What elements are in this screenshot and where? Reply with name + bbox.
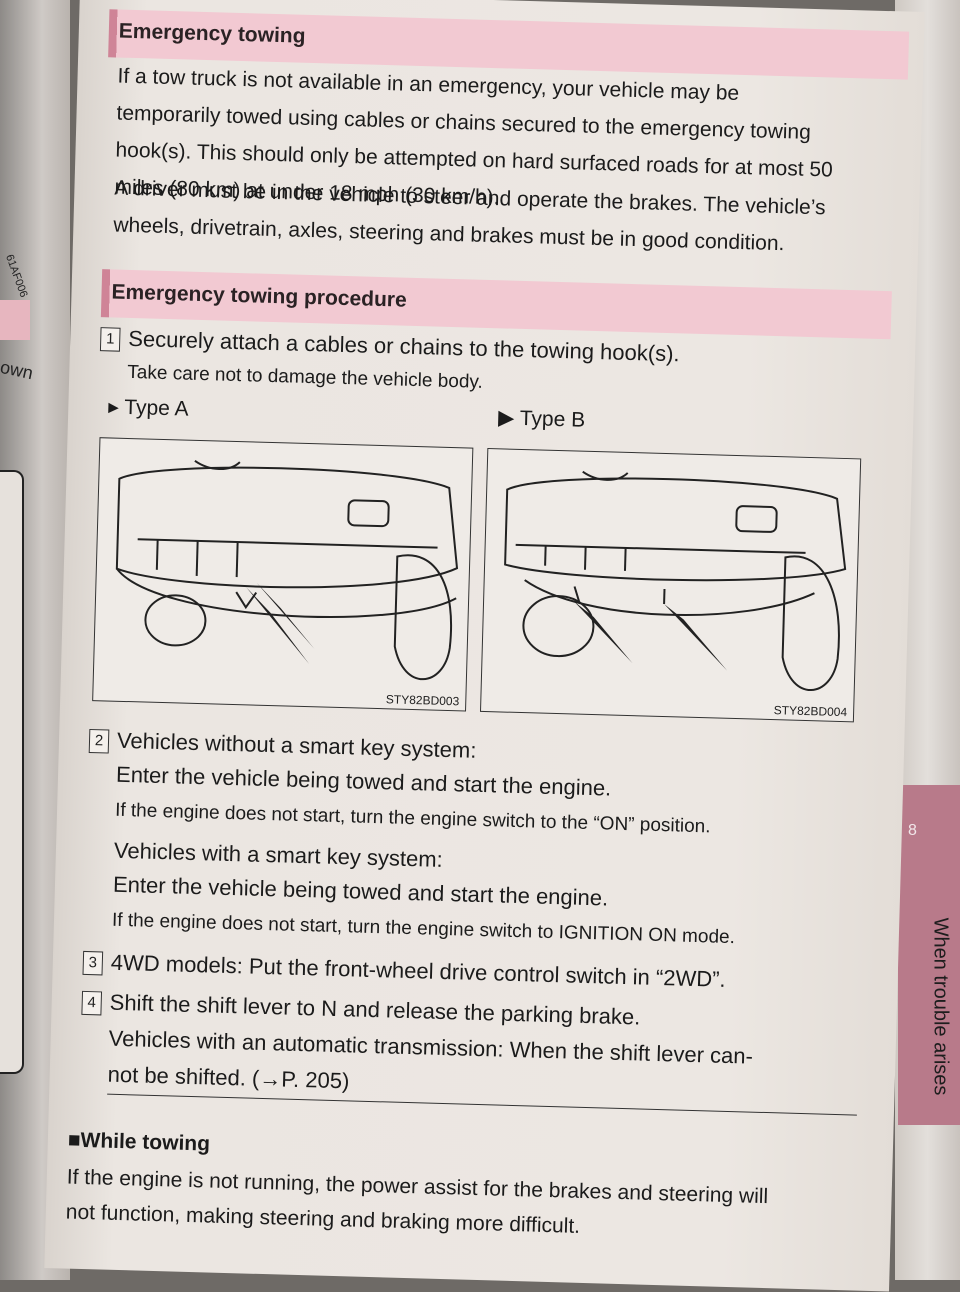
left-page-code: 61AF006 bbox=[3, 252, 30, 300]
figure-code-a: STY82BD003 bbox=[385, 692, 460, 709]
step-number: 4 bbox=[81, 990, 103, 1016]
step4-line2: Vehicles with an automatic transmission:… bbox=[108, 1025, 754, 1069]
divider-line bbox=[107, 1093, 857, 1116]
truck-front-illustration-a bbox=[115, 460, 459, 681]
step1-note: Take care not to damage the vehicle body… bbox=[127, 361, 484, 393]
step2-note2: If the engine does not start, turn the e… bbox=[111, 909, 736, 949]
left-page-word: own bbox=[0, 356, 35, 384]
manual-page: Emergency towing If a tow truck is not a… bbox=[44, 0, 925, 1292]
note-title: ■While towing bbox=[67, 1128, 211, 1156]
chapter-thumb-tab bbox=[898, 785, 960, 1125]
step-number: 2 bbox=[88, 729, 110, 754]
left-page-frame bbox=[0, 470, 24, 1074]
step1-text: Securely attach a cables or chains to th… bbox=[127, 325, 680, 367]
figure-code-b: STY82BD004 bbox=[773, 703, 848, 720]
step2-line1: Vehicles without a smart key system: bbox=[116, 727, 477, 763]
step4-line3: not be shifted. (→P. 205) bbox=[107, 1061, 350, 1094]
step2-line4: Enter the vehicle being towed and start … bbox=[112, 871, 609, 911]
step4-line1: Shift the shift lever to N and release t… bbox=[109, 989, 641, 1030]
step2-line2: Enter the vehicle being towed and start … bbox=[115, 761, 612, 801]
left-facing-page: 61AF006 own bbox=[0, 0, 70, 1280]
figure-label-type-a: ▸ Type A bbox=[108, 395, 189, 421]
step3-text: 4WD models: Put the front-wheel drive co… bbox=[110, 949, 726, 992]
step2-note1: If the engine does not start, turn the e… bbox=[114, 799, 711, 838]
chapter-title: When trouble arises bbox=[929, 917, 952, 1096]
truck-front-illustration-b bbox=[504, 470, 847, 692]
chapter-number: 8 bbox=[908, 822, 917, 839]
step-number: 1 bbox=[99, 327, 121, 352]
step-number: 3 bbox=[82, 950, 104, 976]
left-page-color-band bbox=[0, 300, 30, 340]
step2-line3: Vehicles with a smart key system: bbox=[113, 837, 444, 872]
figure-label-type-b: ▶ Type B bbox=[497, 406, 586, 432]
figure-type-a: STY82BD003 bbox=[92, 437, 474, 712]
figure-type-b: STY82BD004 bbox=[479, 448, 862, 723]
